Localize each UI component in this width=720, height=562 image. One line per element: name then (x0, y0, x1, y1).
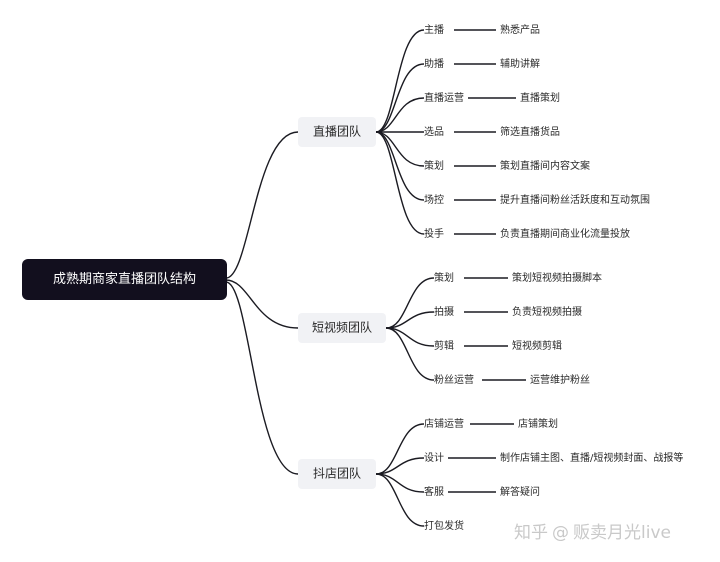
branch-live-team: 直播团队 (298, 117, 376, 147)
link-live-item-3 (375, 97, 425, 133)
watermark-account: 贩卖月光live (573, 522, 671, 543)
root-node-box (22, 259, 227, 300)
live-item-label-3: 直播运营 (424, 91, 464, 104)
branch-live-team-label: 直播团队 (313, 124, 361, 139)
zhihu-watermark: 知乎 @ 贩卖月光live (514, 518, 671, 548)
branch-video-team-box (298, 313, 386, 343)
link-shop-item-4 (375, 473, 425, 527)
video-item-label-3: 剪辑 (434, 339, 454, 352)
live-item-detail-4: 筛选直播货品 (500, 125, 560, 138)
live-item-label-5: 策划 (424, 159, 444, 172)
live-item-detail-1: 熟悉产品 (500, 23, 540, 36)
video-item-detail-2: 负责短视频拍摄 (512, 305, 582, 318)
watermark-brand: 知乎 (514, 522, 548, 543)
link-live-item-6 (375, 131, 425, 201)
shop-item-detail-2: 制作店铺主图、直播/短视频封面、战报等 (500, 451, 683, 464)
video-item-label-1: 策划 (434, 271, 454, 284)
watermark-at: @ (552, 522, 569, 543)
branch-shop-team-label: 抖店团队 (313, 466, 361, 481)
link-root-live-team (225, 131, 299, 279)
live-item-detail-7: 负责直播期间商业化流量投放 (500, 227, 630, 240)
branch-shop-team: 抖店团队 (298, 459, 376, 489)
link-shop-item-2 (375, 457, 425, 475)
link-live-item-5 (375, 131, 425, 167)
branch-live-team-box (298, 117, 376, 147)
live-item-detail-6: 提升直播间粉丝活跃度和互动氛围 (500, 193, 650, 206)
video-item-detail-3: 短视频剪辑 (512, 339, 562, 352)
branch-video-team: 短视频团队 (298, 313, 386, 343)
link-live-item-2 (375, 63, 425, 133)
link-live-item-1 (375, 29, 425, 133)
live-item-label-6: 场控 (424, 193, 444, 206)
link-root-shop-team (225, 281, 299, 475)
live-item-label-1: 主播 (424, 23, 444, 36)
root-node-label: 成熟期商家直播团队结构 (53, 271, 196, 287)
shop-item-detail-1: 店铺策划 (518, 417, 558, 430)
video-item-label-2: 拍摄 (434, 305, 454, 318)
link-live-item-7 (375, 131, 425, 235)
live-item-detail-5: 策划直播间内容文案 (500, 159, 590, 172)
link-shop-item-1 (375, 423, 425, 475)
link-root-video-team (225, 279, 299, 329)
shop-item-detail-3: 解答疑问 (500, 485, 540, 498)
root-node: 成熟期商家直播团队结构 (22, 259, 227, 300)
video-item-detail-1: 策划短视频拍摄脚本 (512, 271, 602, 284)
live-item-detail-2: 辅助讲解 (500, 57, 540, 70)
link-video-item-2 (385, 311, 435, 329)
link-video-item-4 (385, 327, 435, 381)
branch-shop-team-box (298, 459, 376, 489)
video-item-detail-4: 运营维护粉丝 (530, 373, 590, 386)
live-item-label-2: 助播 (424, 57, 444, 70)
shop-item-label-4: 打包发货 (424, 519, 464, 532)
video-item-label-4: 粉丝运营 (434, 373, 474, 386)
shop-item-label-2: 设计 (424, 451, 444, 464)
connector-lines (225, 29, 526, 527)
link-video-item-1 (385, 277, 435, 329)
branch-video-team-label: 短视频团队 (312, 320, 372, 335)
shop-item-label-3: 客服 (424, 485, 444, 498)
shop-item-label-1: 店铺运营 (424, 417, 464, 430)
live-item-label-7: 投手 (424, 227, 444, 240)
live-item-label-4: 选品 (424, 125, 444, 138)
live-item-detail-3: 直播策划 (520, 91, 560, 104)
